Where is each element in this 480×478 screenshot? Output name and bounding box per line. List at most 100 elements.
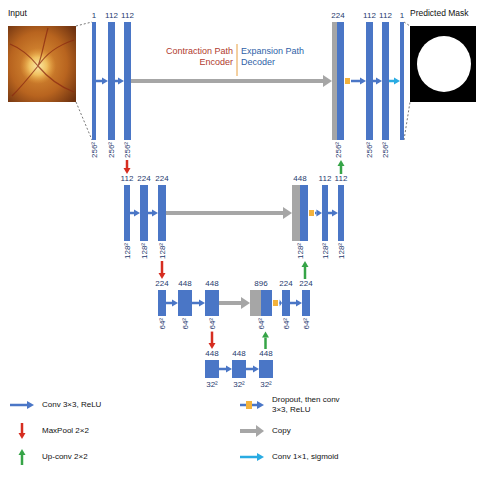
size-label-box: 64² [241, 318, 281, 332]
spatial-size: 64² [181, 318, 190, 330]
legend-text: Conv 1×1, sigmoid [272, 452, 452, 462]
connector-line [21, 423, 24, 433]
conv-arrow [115, 78, 124, 85]
feature-map: 112256² [124, 11, 131, 160]
feature-map: 448128² [292, 174, 308, 261]
feature-map-bar [366, 22, 373, 140]
connector-line [219, 368, 226, 371]
feature-map: 44832² [232, 349, 246, 389]
upconv-arrow [262, 332, 269, 349]
fundus-image [8, 26, 76, 102]
copy-arrow [131, 75, 332, 87]
channel-count: 448 [219, 349, 259, 359]
dropout-conv-arrow [273, 300, 282, 307]
conv-arrow [192, 300, 205, 307]
feature-map-bar [332, 22, 344, 140]
connector-line [192, 302, 199, 305]
legend-swatch [8, 448, 36, 466]
connector-line [373, 80, 376, 83]
upconv-arrow [302, 261, 309, 279]
feature-map: 22464² [302, 279, 310, 332]
feature-map: 224128² [158, 174, 166, 261]
channel-count: 448 [165, 279, 205, 289]
spatial-size: 256² [365, 142, 374, 158]
dropout-conv-arrow [345, 78, 366, 85]
size-label-box: 64² [165, 318, 205, 332]
feature-map-bar [292, 185, 308, 241]
mask-image-node: Predicted Mask [410, 6, 476, 102]
dropout-mark [246, 401, 252, 409]
connector-line [76, 22, 92, 26]
size-label-box: 256² [108, 142, 148, 160]
spatial-size: 256² [334, 142, 343, 158]
spatial-size: 64² [208, 318, 217, 330]
leader-line [404, 22, 410, 140]
feature-map-bar [205, 290, 219, 316]
feature-map: 224256² [332, 11, 344, 160]
copy-arrow [166, 207, 292, 219]
feature-map-bar [124, 185, 130, 241]
maxpool-arrow [209, 332, 216, 349]
feature-map: 112256² [382, 11, 389, 160]
channel-count: 112 [108, 11, 148, 21]
feature-map: 224128² [140, 174, 148, 261]
legend-text: MaxPool 2×2 [42, 426, 222, 436]
arrow-head [283, 207, 292, 219]
size-label-box: 32² [219, 380, 259, 389]
connector-line [315, 212, 316, 215]
feature-map-bar [205, 360, 219, 378]
conv-arrow [166, 300, 178, 307]
legend-swatch [8, 396, 36, 414]
legend-text: Dropout, then conv 3×3, ReLU [272, 395, 344, 415]
size-label-box: 64² [286, 318, 326, 332]
copy-arrow [219, 297, 250, 309]
feature-map: 44832² [205, 349, 219, 389]
connector-line [264, 338, 267, 349]
feature-map-bar [400, 22, 404, 140]
spatial-size: 256² [90, 142, 99, 158]
size-label-box: 256² [366, 142, 406, 160]
legend-text: Up-conv 2×2 [42, 452, 222, 462]
connector-line [404, 102, 410, 140]
feature-map: 44864² [205, 279, 219, 332]
feature-map-bar [322, 185, 328, 241]
spatial-size: 128² [123, 243, 132, 259]
spatial-size: 64² [282, 318, 291, 330]
connector-line [96, 80, 102, 83]
arrow-head [19, 449, 26, 455]
connector-line [211, 332, 214, 343]
spatial-size: 128² [337, 243, 346, 259]
connector-line [328, 212, 332, 215]
channel-count: 224 [318, 11, 358, 21]
connector-line [340, 166, 343, 174]
channel-count: 896 [241, 279, 281, 289]
feature-map-bar [158, 185, 166, 241]
channel-count: 448 [192, 279, 232, 289]
channel-count: 112 [321, 174, 361, 184]
connector-line [130, 212, 134, 215]
feature-map-bar [338, 185, 344, 241]
connector-line [21, 455, 24, 465]
conv-arrow [130, 210, 140, 217]
feature-map: 44864² [178, 279, 192, 332]
connector-line [290, 302, 296, 305]
feature-map: 112128² [322, 174, 328, 261]
connector-line [351, 80, 360, 83]
copied-feature-map [292, 185, 300, 241]
legend-text: Conv 3×3, ReLU [42, 400, 222, 410]
size-label-box: 256² [318, 142, 358, 160]
arrow-head [159, 273, 166, 279]
connector-line [148, 212, 152, 215]
size-label-box: 64² [192, 318, 232, 332]
arrow-head [257, 453, 264, 461]
spatial-size: 64² [158, 318, 167, 330]
feature-map-bar [282, 290, 290, 316]
legend-swatch [238, 396, 266, 414]
feature-map: 112128² [338, 174, 344, 261]
feature-map-bar [124, 22, 131, 140]
section-label: Contraction Path Encoder [150, 46, 233, 68]
arrow-head [262, 332, 269, 338]
connector-line [76, 102, 92, 140]
arrow-head [338, 160, 345, 166]
